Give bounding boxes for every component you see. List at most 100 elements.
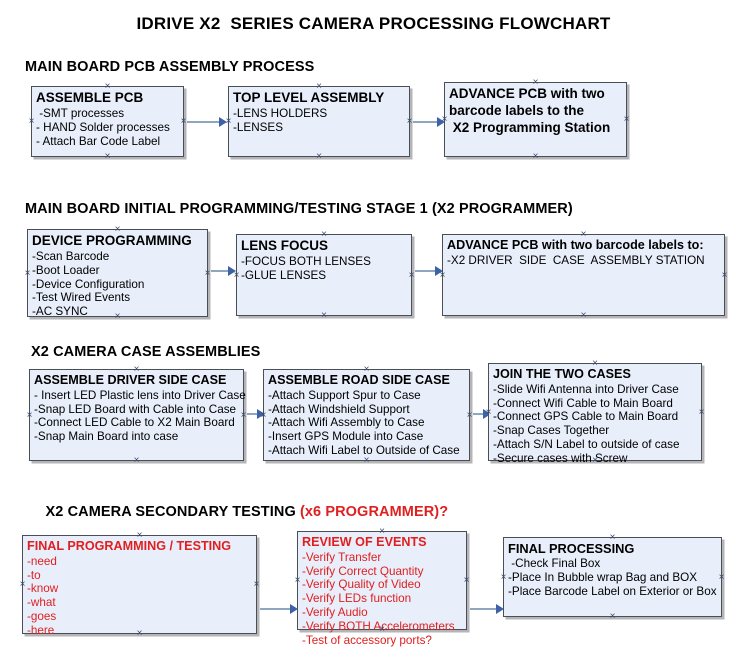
node-line: -LENSES (233, 120, 284, 134)
node-header: FINAL PROGRAMMING / TESTING (27, 539, 232, 553)
node-line: - HAND Solder processes (36, 120, 170, 134)
node-line: -Snap Main Board into case (34, 430, 179, 444)
node-line: -Place In Bubble wrap Bag and BOX (508, 570, 698, 584)
node-body: TOP LEVEL ASSEMBLY -LENS HOLDERS -LENSES (229, 87, 409, 135)
node-line: -Slide Wifi Antenna into Driver Case (493, 382, 679, 396)
node-line: -Secure cases with Screw (493, 451, 628, 465)
node-body: FINAL PROCESSING -Check Final Box -Place… (504, 538, 721, 598)
arrow-device-programming-to-lens-focus (211, 265, 236, 277)
node-advance-pcb-programming-station[interactable]: ADVANCE PCB with two barcode labels to t… (444, 82, 627, 157)
node-line: -FOCUS BOTH LENSES (241, 254, 371, 268)
node-header: JOIN THE TWO CASES (493, 367, 631, 381)
arrow-review-of-events-to-final-processing (470, 603, 504, 615)
node-body: ADVANCE PCB with two barcode labels to: … (443, 235, 724, 268)
node-assemble-driver-side-case[interactable]: ASSEMBLE DRIVER SIDE CASE - Insert LED P… (29, 369, 246, 461)
arrow-shaft (187, 121, 220, 123)
node-line: -Boot Loader (32, 263, 100, 277)
arrow-shaft (260, 608, 291, 610)
node-top-level-assembly[interactable]: TOP LEVEL ASSEMBLY -LENS HOLDERS -LENSES (228, 86, 410, 157)
node-line: -Place Barcode Label on Exterior or Box (508, 584, 717, 598)
node-header: ASSEMBLE ROAD SIDE CASE (268, 373, 450, 387)
node-advance-pcb-driver-side-station[interactable]: ADVANCE PCB with two barcode labels to: … (442, 234, 725, 316)
connection-handle-bottom[interactable] (103, 152, 112, 161)
arrow-lens-focus-to-advance-pcb-driver-side (415, 265, 443, 277)
node-header-line-2: barcode labels to the (449, 102, 585, 118)
arrow-shaft (211, 270, 229, 272)
node-join-the-two-cases[interactable]: JOIN THE TWO CASES -Slide Wifi Antenna i… (488, 363, 702, 465)
node-line: -SMT processes (36, 106, 125, 120)
node-header: LENS FOCUS (241, 238, 329, 253)
node-device-programming[interactable]: DEVICE PROGRAMMING -Scan Barcode -Boot L… (27, 229, 208, 319)
node-line: -Connect LED Cable to X2 Main Board (34, 416, 235, 430)
node-line: -Verify Quality of Video (302, 578, 421, 592)
node-body: FINAL PROGRAMMING / TESTING -need -to -k… (23, 536, 256, 638)
arrow-driver-side-to-road-side (247, 408, 265, 420)
arrow-head-icon (437, 117, 445, 127)
connection-handle-right[interactable] (720, 271, 729, 280)
node-line: -Verify BOTH Accelerometers (302, 619, 455, 633)
section-title-main-board-initial-programming: MAIN BOARD INITIAL PROGRAMMING/TESTING S… (25, 201, 573, 217)
arrow-head-icon (290, 604, 298, 614)
node-body: JOIN THE TWO CASES -Slide Wifi Antenna i… (489, 364, 701, 466)
connection-handle-bottom[interactable] (579, 311, 588, 320)
node-header: ADVANCE PCB with two (449, 86, 605, 101)
node-line: -Attach Wifi Label to Outside of Case (268, 444, 460, 458)
connection-handle-bottom[interactable] (320, 311, 329, 320)
node-lens-focus[interactable]: LENS FOCUS -FOCUS BOTH LENSES -GLUE LENS… (236, 234, 412, 316)
node-header-line-3: X2 Programming Station (449, 119, 611, 135)
node-line: -Attach Windshield Support (268, 402, 410, 416)
connection-handle-bottom[interactable] (608, 612, 617, 621)
node-line: - Insert LED Plastic lens into Driver Ca… (34, 388, 246, 402)
connection-handle-bottom[interactable] (315, 152, 324, 161)
node-line: -LENS HOLDERS (233, 106, 328, 120)
node-assemble-pcb[interactable]: ASSEMBLE PCB -SMT processes - HAND Solde… (31, 86, 184, 157)
arrow-shaft (473, 413, 484, 415)
node-header: FINAL PROCESSING (508, 541, 635, 556)
node-line: -Snap LED Board with Cable into Case (34, 402, 237, 416)
node-line: -Attach S/N Label to outside of case (493, 438, 680, 452)
node-line: -Check Final Box (508, 557, 601, 571)
arrow-shaft (415, 270, 436, 272)
node-final-processing[interactable]: FINAL PROCESSING -Check Final Box -Place… (503, 537, 722, 617)
node-line: -Insert GPS Module into Case (268, 430, 424, 444)
node-line: -GLUE LENSES (241, 268, 327, 282)
node-line: - Attach Bar Code Label (36, 134, 161, 148)
node-line: -Connect GPS Cable to Main Board (493, 410, 679, 424)
node-line: -Verify LEDs function (302, 592, 412, 606)
node-line: -AC SYNC (32, 305, 88, 319)
node-line: -know (27, 582, 59, 596)
arrow-head-icon (483, 409, 491, 419)
node-line: -Connect Wifi Cable to Main Board (493, 396, 673, 410)
section-title-x2-camera-secondary-testing: X2 CAMERA SECONDARY TESTING (x6 PROGRAMM… (29, 488, 449, 536)
node-header: ADVANCE PCB with two barcode labels to: (447, 238, 704, 252)
node-header: DEVICE PROGRAMMING (32, 233, 192, 248)
connection-handle-bottom[interactable] (531, 152, 540, 161)
node-line: -Scan Barcode (32, 249, 110, 263)
arrow-assemble-pcb-to-top-level-assembly (187, 116, 227, 128)
node-body: ASSEMBLE ROAD SIDE CASE -Attach Support … (264, 370, 469, 458)
connection-handle-bottom[interactable] (132, 456, 141, 465)
arrow-head-icon (257, 409, 265, 419)
node-line: -here (27, 623, 55, 637)
arrow-head-icon (219, 117, 227, 127)
node-body: ASSEMBLE PCB -SMT processes - HAND Solde… (32, 87, 183, 148)
node-review-of-events[interactable]: REVIEW OF EVENTS -Verify Transfer -Verif… (297, 531, 467, 647)
node-header: ASSEMBLE DRIVER SIDE CASE (34, 373, 227, 387)
node-header: ASSEMBLE PCB (36, 90, 144, 105)
arrow-head-icon (228, 266, 236, 276)
node-line: -goes (27, 610, 57, 624)
section-title-accent: (x6 PROGRAMMER)? (299, 504, 449, 520)
node-assemble-road-side-case[interactable]: ASSEMBLE ROAD SIDE CASE -Attach Support … (263, 369, 470, 461)
node-line: -Verify Transfer (302, 550, 382, 564)
node-final-programming-testing[interactable]: FINAL PROGRAMMING / TESTING -need -to -k… (22, 535, 257, 637)
node-line: -Snap Cases Together (493, 424, 610, 438)
node-line: -Verify Correct Quantity (302, 564, 424, 578)
node-line: -what (27, 596, 56, 610)
node-line: -Verify Audio (302, 606, 368, 620)
page-title: IDRIVE X2 SERIES CAMERA PROCESSING FLOWC… (136, 14, 611, 33)
arrow-head-icon (435, 266, 443, 276)
section-title-x2-camera-case-assemblies: X2 CAMERA CASE ASSEMBLIES (31, 344, 261, 360)
node-line: -need (27, 554, 57, 568)
node-line: -X2 DRIVER SIDE CASE ASSEMBLY STATION (447, 253, 705, 267)
node-body: REVIEW OF EVENTS -Verify Transfer -Verif… (298, 532, 466, 647)
